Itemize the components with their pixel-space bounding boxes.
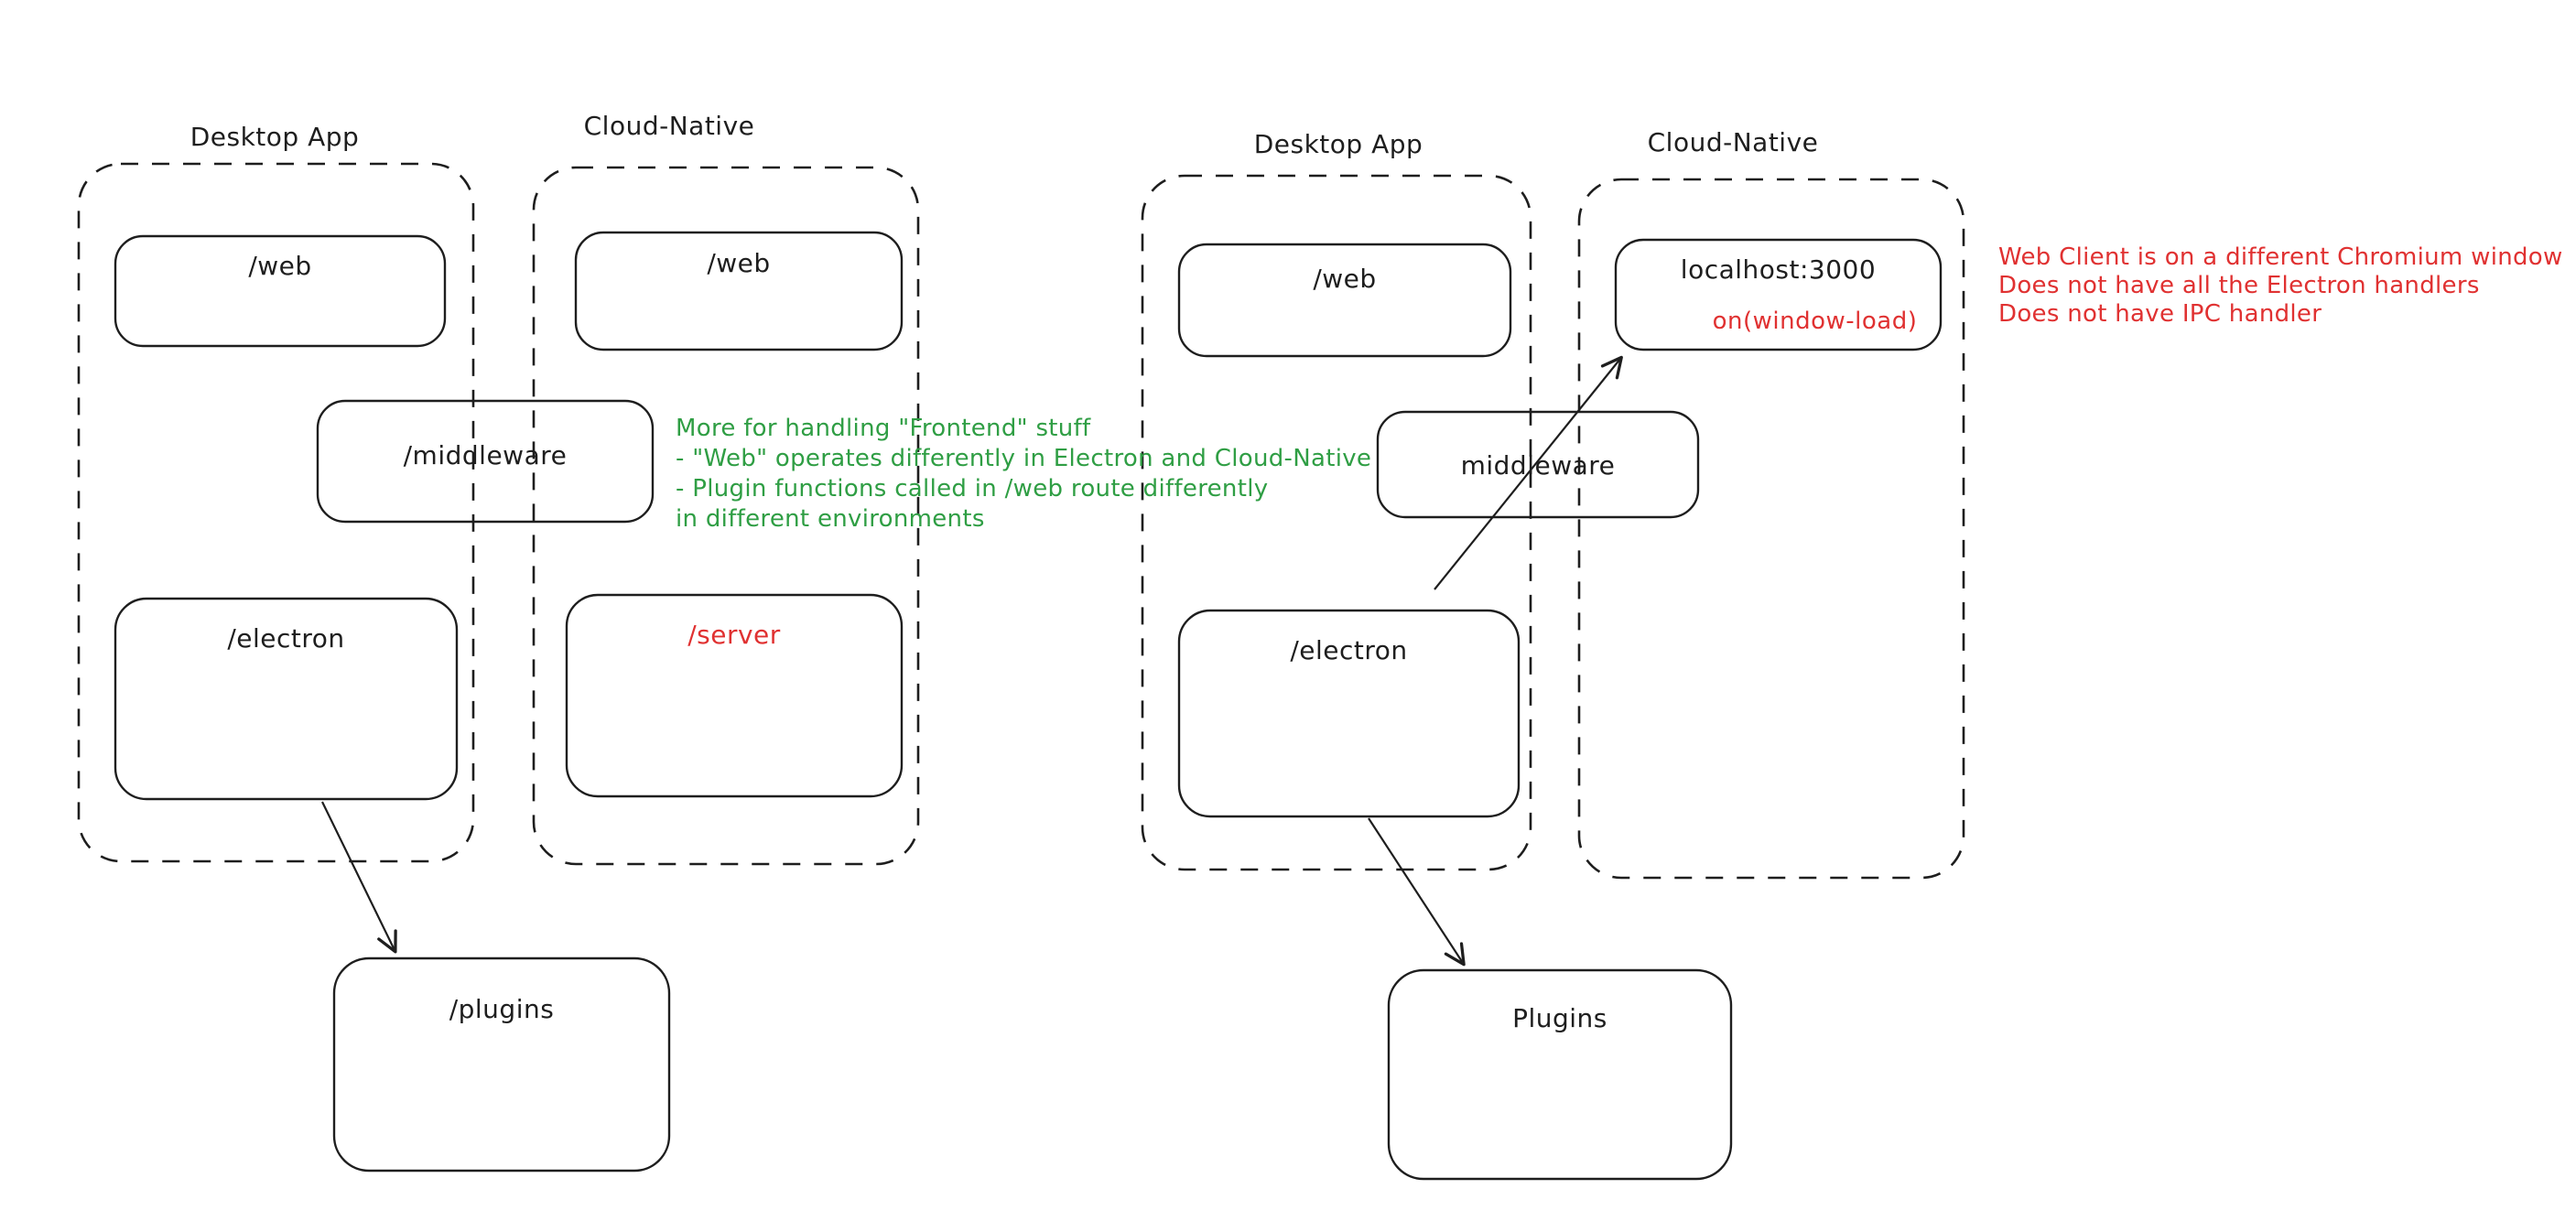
box-localhost-right [1614,238,1943,351]
box-label-window-load-right: on(window-load) [1712,308,1918,335]
box-web-right [1177,243,1512,358]
annotation-green-line-2: - "Web" operates differently in Electron… [676,445,1372,472]
arrow-electron-to-plugins-left [321,801,397,954]
annotation-red-line-2: Does not have all the Electron handlers [1998,272,2480,299]
box-label-web-cloud-left: /web [707,248,771,278]
box-label-electron-left: /electron [227,623,345,654]
annotation-green-line-4: in different environments [676,505,985,533]
annotation-green-frontend-notes: More for handling "Frontend" stuff - "We… [676,414,1371,535]
annotation-red-line-3: Does not have IPC handler [1998,300,2322,328]
box-web-cloud-left [574,231,904,351]
box-label-web-desktop-left: /web [248,251,312,281]
container-label-cloud-native-left: Cloud-Native [583,111,755,141]
container-label-cloud-native-right: Cloud-Native [1647,127,1819,157]
box-label-server-left: /server [687,620,781,650]
box-middleware-right [1376,410,1700,519]
annotation-green-line-1: More for handling "Frontend" stuff [676,415,1091,442]
dashed-container-cloud-native-left [532,166,920,866]
box-plugins-left [332,956,671,1173]
box-label-web-right: /web [1313,264,1377,294]
box-electron-left [114,597,459,801]
box-label-middleware-right: middleware [1460,450,1616,481]
box-plugins-right [1387,968,1733,1181]
box-label-plugins-left: /plugins [449,994,555,1024]
arrow-electron-to-localhost-right [1434,355,1623,590]
box-label-middleware-left: /middleware [403,440,568,470]
container-label-desktop-app-right: Desktop App [1253,129,1423,159]
box-label-localhost-right: localhost:3000 [1680,254,1877,285]
box-web-desktop-left [114,234,447,348]
box-electron-right [1177,609,1521,818]
annotation-red-line-1: Web Client is on a different Chromium wi… [1998,243,2563,271]
annotation-red-web-client-notes: Web Client is on a different Chromium wi… [1998,243,2563,329]
box-server-left [565,593,904,798]
container-label-desktop-app-left: Desktop App [189,122,360,152]
annotation-green-line-3: - Plugin functions called in /web route … [676,475,1269,503]
box-label-plugins-right: Plugins [1512,1003,1607,1033]
box-middleware-left [316,399,655,524]
dashed-container-desktop-app-right [1141,174,1532,871]
arrow-electron-to-plugins-right [1368,817,1466,967]
box-label-electron-right: /electron [1290,635,1408,665]
dashed-container-cloud-native-right [1577,178,1965,880]
